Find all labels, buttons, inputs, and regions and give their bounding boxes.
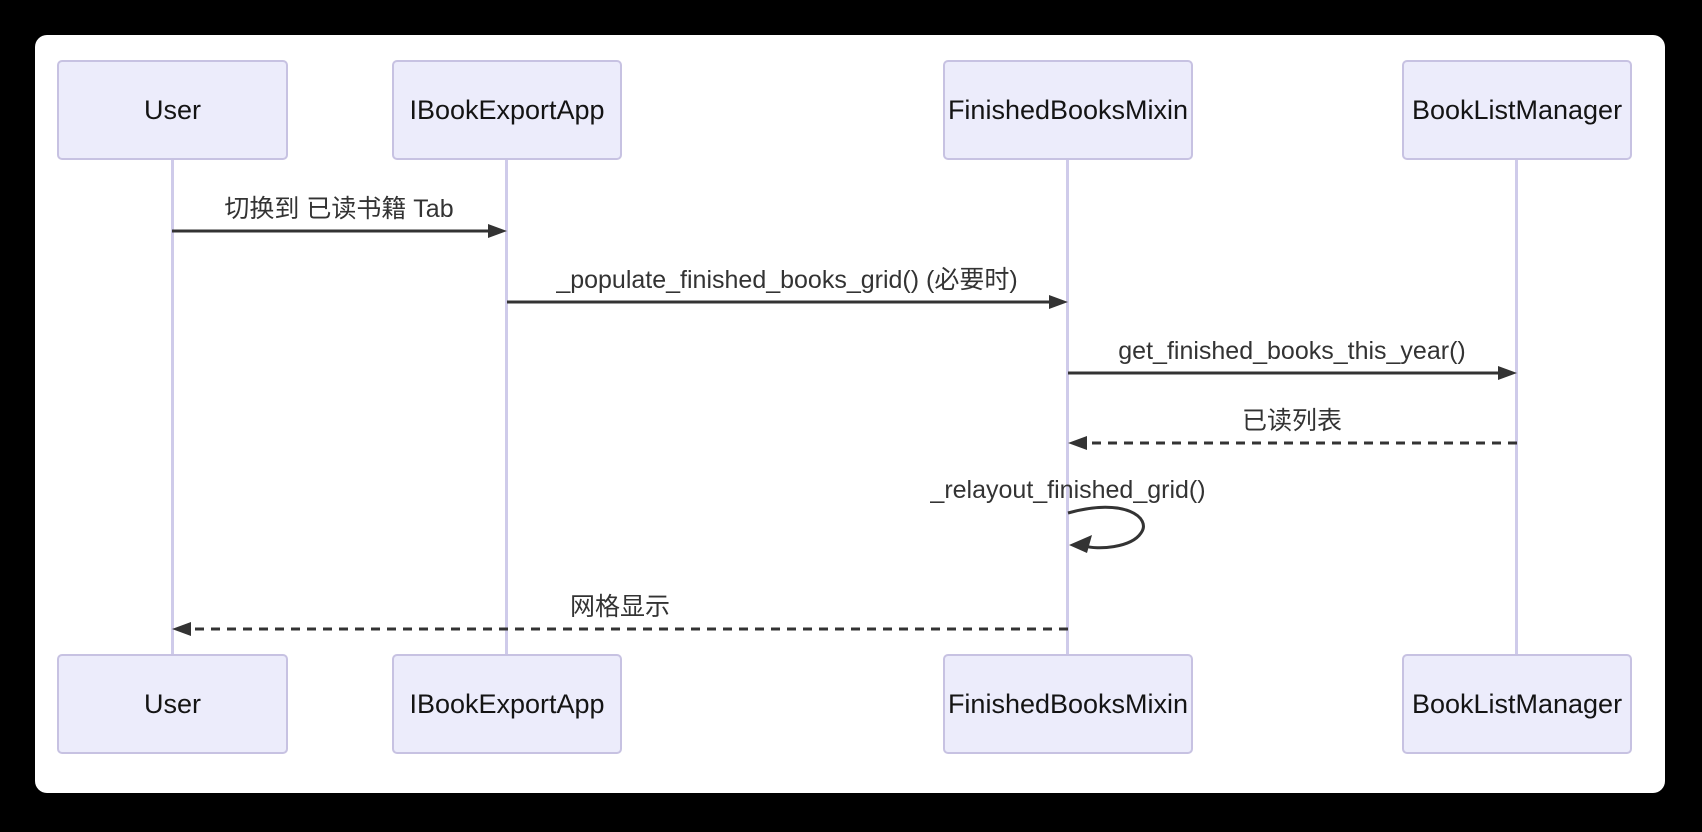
actor-box-ibookexportapp-top: IBookExportApp (392, 60, 622, 160)
lifeline-ibookexportapp (505, 160, 508, 654)
message-label-get-finished-books: get_finished_books_this_year() (1118, 337, 1466, 365)
message-arrow-relayout-self-loop (1067, 505, 1145, 553)
lifeline-finishedbooksmixin (1066, 160, 1069, 654)
actor-label: IBookExportApp (409, 94, 605, 125)
actor-label: FinishedBooksMixin (947, 94, 1189, 125)
message-label-return-list: 已读列表 (1241, 407, 1343, 435)
actor-label: User (143, 94, 201, 125)
actor-box-user-top: User (57, 60, 288, 160)
actor-label: BookListManager (1411, 688, 1623, 719)
actor-label: IBookExportApp (409, 688, 605, 719)
actor-box-finishedbooksmixin-top: FinishedBooksMixin (943, 60, 1193, 160)
actor-box-ibookexportapp-bottom: IBookExportApp (392, 654, 622, 754)
actor-box-user-bottom: User (57, 654, 288, 754)
actor-box-booklistmanager-bottom: BookListManager (1402, 654, 1632, 754)
message-arrow-get-finished-books (1068, 366, 1517, 380)
message-label-relayout-self: _relayout_finished_grid() (930, 476, 1206, 504)
message-arrow-populate-grid (507, 295, 1068, 309)
message-label-populate-grid: _populate_finished_books_grid() (必要时) (556, 266, 1018, 294)
actor-label: BookListManager (1411, 94, 1623, 125)
message-arrow-grid-display (172, 622, 1068, 636)
actor-label: FinishedBooksMixin (947, 688, 1189, 719)
actor-label: User (143, 688, 201, 719)
actor-box-booklistmanager-top: BookListManager (1402, 60, 1632, 160)
actor-box-finishedbooksmixin-bottom: FinishedBooksMixin (943, 654, 1193, 754)
lifeline-booklistmanager (1515, 160, 1518, 654)
sequence-diagram-canvas: User IBookExportApp FinishedBooksMixin B… (35, 35, 1665, 793)
message-arrows-layer (172, 224, 1517, 636)
message-label-grid-display: 网格显示 (569, 593, 671, 621)
lifeline-user (171, 160, 174, 654)
message-label-switch-tab: 切换到 已读书籍 Tab (224, 195, 454, 223)
message-arrow-switch-tab (172, 224, 507, 238)
message-arrow-return-list (1068, 436, 1517, 450)
